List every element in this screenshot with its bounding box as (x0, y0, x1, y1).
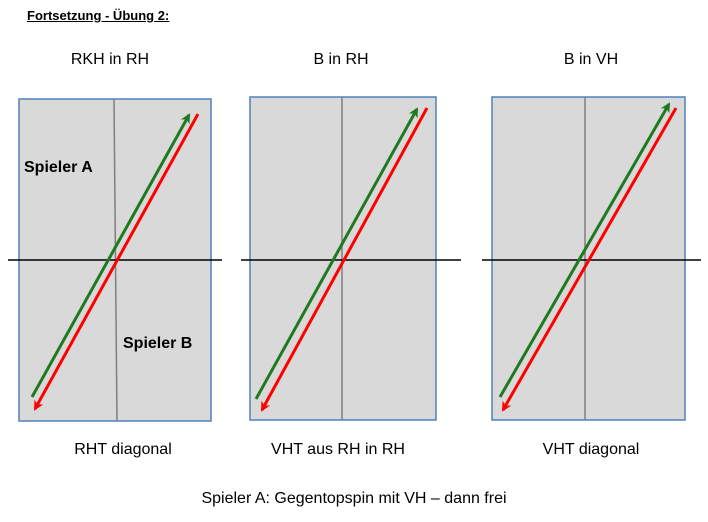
table-3-title: B in VH (563, 51, 619, 68)
table-2-caption: VHT aus RH in RH (271, 441, 405, 458)
table-3-green-arrow (498, 102, 671, 398)
table-1-title: RKH in RH (70, 51, 150, 68)
table-1-red-arrow (33, 113, 200, 411)
player-a-label: Spieler A (24, 159, 93, 176)
table-3 (482, 96, 701, 421)
player-b-label: Spieler B (123, 335, 193, 352)
table-2-red-arrow (260, 107, 429, 412)
table-3-red-arrow (501, 107, 678, 412)
table-1-green-arrow (30, 113, 191, 398)
table-2-title: B in RH (313, 51, 369, 68)
table-2 (241, 96, 461, 421)
footer-note: Spieler A: Gegentopspin mit VH – dann fr… (201, 490, 507, 507)
table-1-caption: RHT diagonal (74, 441, 172, 458)
table-2-green-arrow (254, 107, 419, 400)
table-1 (8, 98, 222, 422)
page-title: Fortsetzung - Übung 2: (27, 8, 170, 23)
table-3-caption: VHT diagonal (542, 441, 640, 458)
